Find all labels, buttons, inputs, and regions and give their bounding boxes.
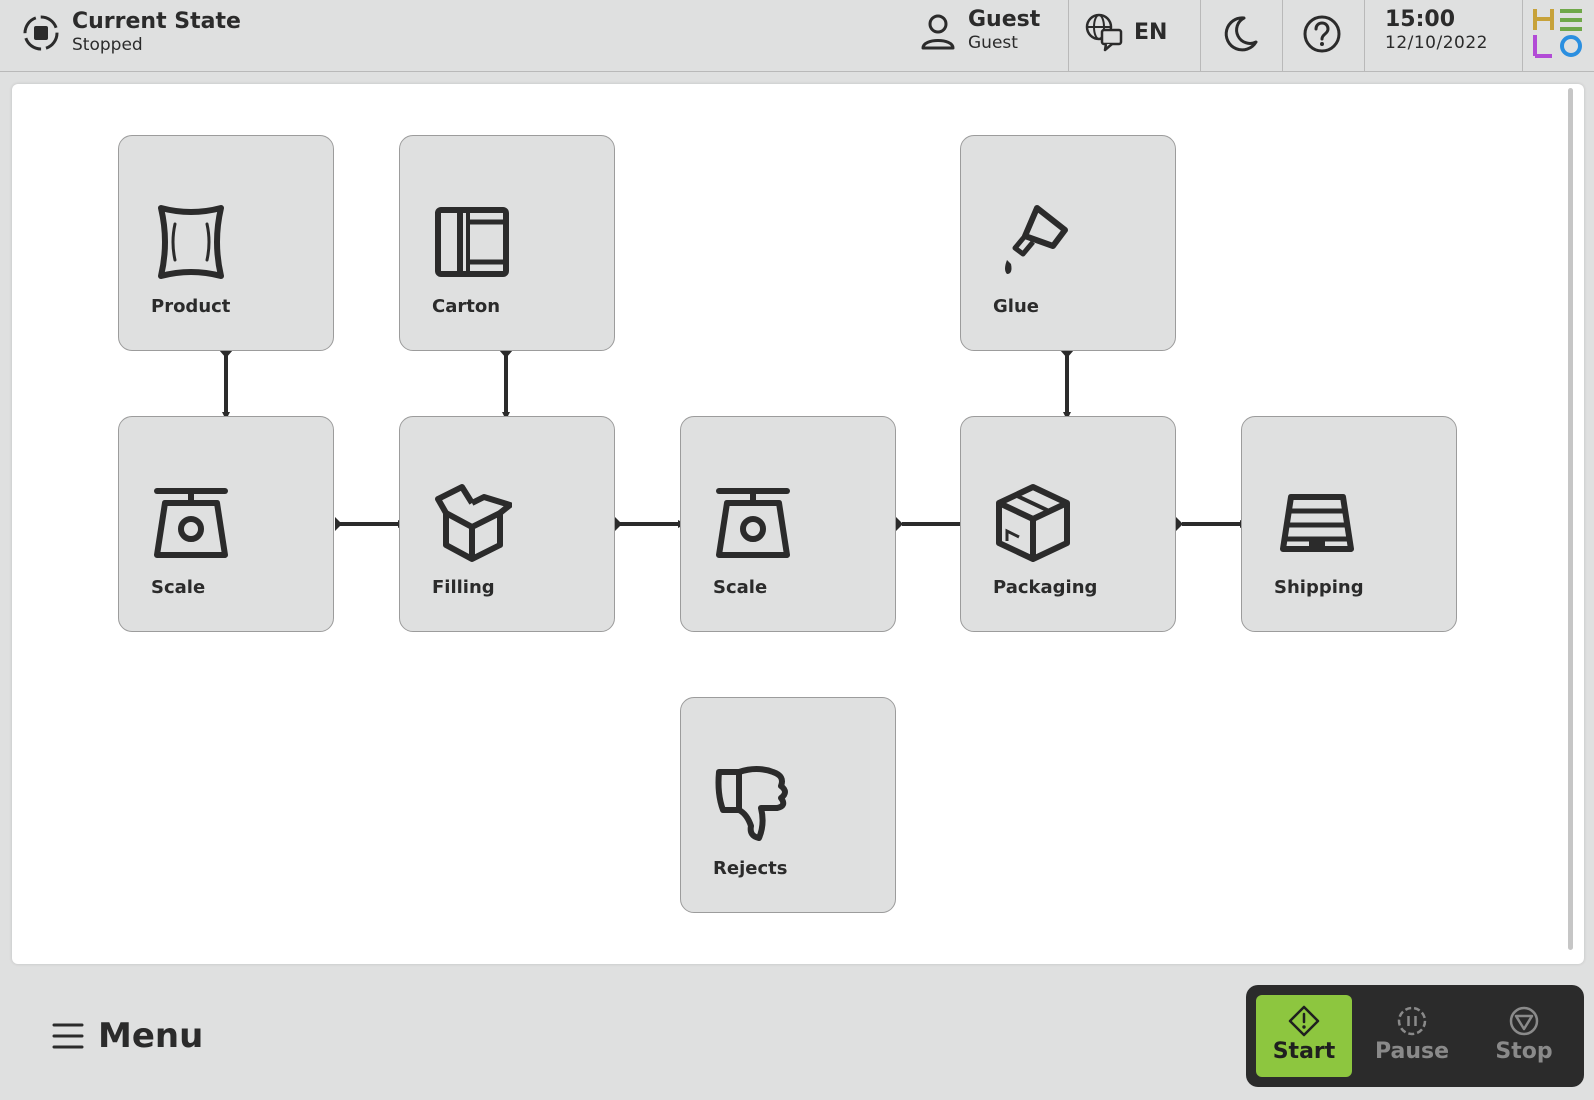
hamburger-icon (52, 1023, 84, 1049)
carton-icon (435, 207, 509, 277)
user-button[interactable]: Guest Guest (920, 8, 1040, 54)
scale-icon (716, 488, 790, 558)
node-label: Scale (151, 577, 206, 598)
brand-logo (1533, 9, 1582, 58)
start-diamond-icon (1288, 1005, 1320, 1037)
node-filling[interactable]: Filling (399, 416, 615, 632)
clock: 15:00 12/10/2022 (1385, 8, 1488, 54)
user-icon (921, 14, 955, 50)
node-label: Glue (993, 296, 1039, 317)
header-divider (1522, 0, 1523, 72)
header-bar: Current State Stopped Guest Guest EN (0, 0, 1594, 72)
open-box-icon (435, 484, 512, 562)
stop-circle-icon (23, 15, 59, 51)
theme-toggle-button[interactable] (1218, 12, 1262, 56)
pallet-icon (1280, 494, 1354, 552)
scrollbar[interactable] (1568, 88, 1573, 950)
node-rejects[interactable]: Rejects (680, 697, 896, 913)
stop-button[interactable]: Stop (1476, 995, 1572, 1077)
glue-bottle-icon (1005, 205, 1068, 274)
node-label: Product (151, 296, 231, 317)
node-carton[interactable]: Carton (399, 135, 615, 351)
machine-controls: Start Pause Stop (1246, 985, 1584, 1087)
package-icon (996, 484, 1070, 562)
help-button[interactable] (1300, 12, 1344, 56)
header-divider (1200, 0, 1201, 72)
node-packaging[interactable]: Packaging (960, 416, 1176, 632)
header-divider (1068, 0, 1069, 72)
node-label: Scale (713, 577, 768, 598)
node-label: Packaging (993, 577, 1098, 598)
pause-label: Pause (1374, 1039, 1450, 1064)
state-title: Current State (72, 9, 241, 34)
language-chat-icon (1085, 13, 1123, 52)
pause-button[interactable]: Pause (1364, 995, 1460, 1077)
menu-label: Menu (98, 1016, 204, 1056)
header-divider (1282, 0, 1283, 72)
language-label: EN (1134, 19, 1168, 45)
start-button[interactable]: Start (1256, 995, 1352, 1077)
user-name: Guest (968, 7, 1041, 32)
node-label: Rejects (713, 858, 788, 879)
scale-icon (154, 488, 228, 558)
header-divider (1364, 0, 1365, 72)
stop-triangle-icon (1509, 1006, 1539, 1036)
product-bag-icon (158, 205, 224, 279)
clock-date: 12/10/2022 (1385, 33, 1488, 53)
language-button[interactable]: EN (1084, 12, 1167, 52)
stop-label: Stop (1495, 1039, 1553, 1064)
state-value: Stopped (72, 35, 143, 55)
user-role: Guest (968, 33, 1018, 53)
current-state: Current State Stopped (22, 10, 241, 56)
start-label: Start (1272, 1039, 1336, 1064)
node-label: Carton (432, 296, 501, 317)
moon-icon (1224, 16, 1258, 52)
help-icon (1303, 15, 1341, 53)
pause-circle-icon (1397, 1006, 1427, 1036)
node-label: Filling (432, 577, 495, 598)
menu-button[interactable]: Menu (52, 1016, 203, 1056)
clock-time: 15:00 (1385, 7, 1456, 32)
node-label: Shipping (1274, 577, 1364, 598)
node-shipping[interactable]: Shipping (1241, 416, 1457, 632)
node-glue[interactable]: Glue (960, 135, 1176, 351)
thumbs-down-icon (715, 766, 788, 841)
node-scale-output[interactable]: Scale (680, 416, 896, 632)
node-product[interactable]: Product (118, 135, 334, 351)
node-scale-input[interactable]: Scale (118, 416, 334, 632)
